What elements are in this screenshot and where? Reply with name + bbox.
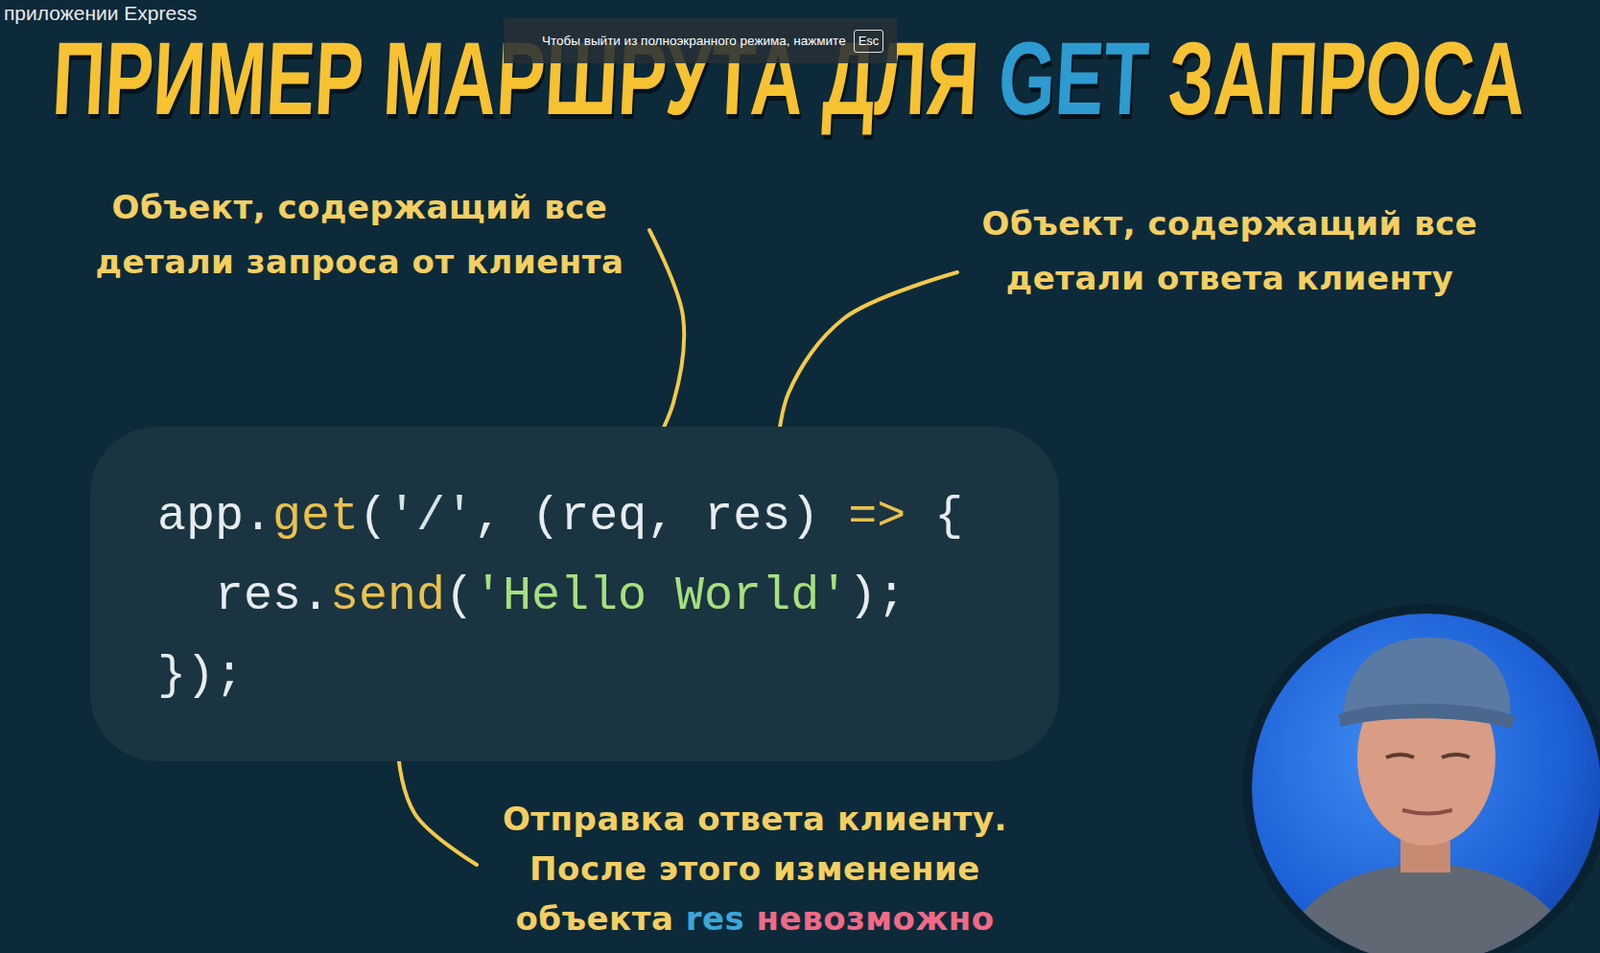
word: ответа bbox=[697, 800, 825, 839]
word: клиенту. bbox=[837, 800, 1008, 839]
code-token bbox=[502, 489, 532, 544]
code-token: '/' bbox=[387, 489, 474, 544]
word: клиента bbox=[466, 242, 625, 282]
code-token: . bbox=[301, 568, 330, 624]
word: детали bbox=[1006, 258, 1146, 298]
key-badge: Esc bbox=[853, 29, 885, 53]
word: Express bbox=[123, 1, 197, 24]
word: содержащий bbox=[277, 188, 532, 227]
code-token: ; bbox=[876, 568, 906, 624]
callout-note: Объект, содержащий все детали ответа кли… bbox=[941, 196, 1518, 306]
window-title: приложении Express bbox=[3, 1, 197, 25]
word: содержащий bbox=[1147, 204, 1402, 243]
code-line: app.get('/', (req, res) => { bbox=[157, 476, 964, 557]
word: от bbox=[412, 242, 455, 282]
code-token: 'Hello World' bbox=[473, 568, 848, 624]
code-token: ( bbox=[358, 489, 388, 544]
code-line: }); bbox=[157, 635, 964, 716]
code-token: get bbox=[272, 489, 359, 544]
word: GET bbox=[995, 20, 1152, 137]
word: Объект, bbox=[982, 204, 1136, 243]
code-token: . bbox=[243, 489, 273, 544]
code-token: , bbox=[473, 489, 503, 544]
code-token: res bbox=[214, 568, 302, 624]
code-token: { bbox=[934, 489, 964, 544]
cap-brim bbox=[1338, 704, 1516, 730]
code-token bbox=[675, 489, 705, 544]
word: все bbox=[543, 188, 608, 227]
word: невозможно bbox=[756, 899, 995, 939]
word: приложении bbox=[3, 1, 119, 24]
code-token: , bbox=[646, 489, 676, 544]
word: res bbox=[685, 899, 746, 939]
word: Объект, bbox=[112, 188, 266, 227]
callout-note: Объект, содержащий все детали запроса от… bbox=[71, 180, 648, 290]
word: Отправка bbox=[502, 800, 686, 839]
code-token: app bbox=[157, 489, 244, 544]
code-token: send bbox=[329, 568, 446, 624]
code-token: ; bbox=[214, 648, 244, 704]
notice-text: Чтобы выйти из полноэкранного режима, на… bbox=[541, 33, 847, 48]
presenter-cap bbox=[1342, 637, 1511, 715]
presenter-mouth bbox=[1402, 810, 1453, 815]
code-token bbox=[819, 489, 848, 544]
video-ground bbox=[1247, 610, 1600, 953]
fullscreen-notice: Чтобы выйти из полноэкранного режима, на… bbox=[503, 18, 897, 64]
word: изменение bbox=[773, 849, 981, 889]
code-box: app.get('/', (req, res) => {res.send('He… bbox=[90, 426, 1059, 762]
code-token: ) bbox=[847, 568, 877, 624]
word: ПРИМЕР bbox=[49, 20, 367, 137]
code-token: } bbox=[157, 648, 187, 704]
presenter-eyes bbox=[1386, 754, 1470, 758]
word: После bbox=[529, 849, 647, 889]
code-token: ) bbox=[186, 648, 215, 704]
word: объекта bbox=[515, 899, 674, 939]
code-token: res bbox=[704, 489, 791, 544]
word: этого bbox=[658, 849, 762, 889]
word: клиенту bbox=[1296, 258, 1455, 298]
code-token: => bbox=[847, 489, 906, 544]
word: детали bbox=[94, 242, 235, 282]
presenter-video bbox=[1242, 604, 1600, 953]
code-token bbox=[905, 489, 935, 544]
presenter-shirt bbox=[1275, 863, 1583, 953]
code-line: res.send('Hello World'); bbox=[157, 556, 964, 636]
code-token: ( bbox=[445, 568, 474, 624]
key-label: Esc bbox=[858, 33, 880, 49]
word: все bbox=[1413, 204, 1478, 243]
word: ответа bbox=[1156, 258, 1285, 298]
code-token: ) bbox=[790, 489, 820, 544]
word: запроса bbox=[246, 242, 400, 282]
callout-note: Отправка ответа клиенту. После этого изм… bbox=[486, 794, 1024, 944]
code-token: ( bbox=[531, 489, 561, 544]
word: ЗАПРОСА bbox=[1165, 20, 1529, 137]
code-token: req bbox=[560, 489, 647, 544]
